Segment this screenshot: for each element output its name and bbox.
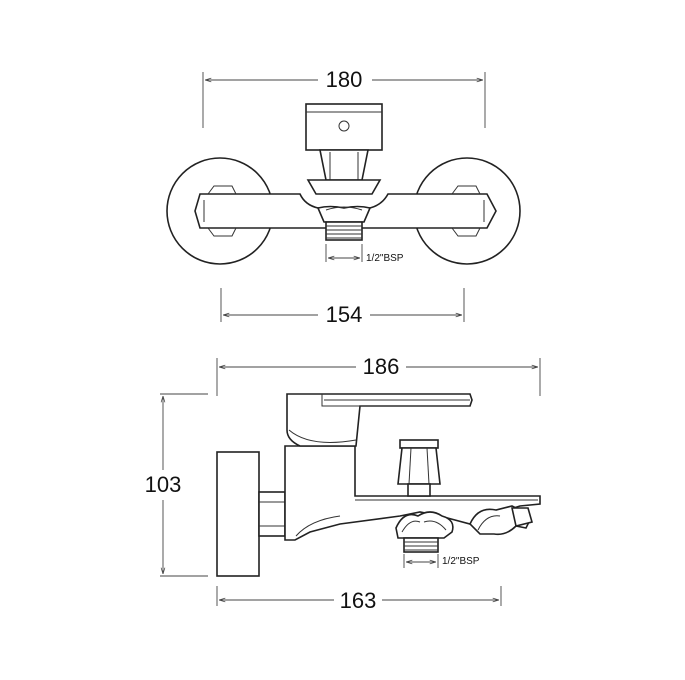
bath-outlet-assembly: 1/2"BSP <box>395 511 480 568</box>
dimension-label-186: 186 <box>363 354 400 379</box>
dimension-spout-length: 163 <box>216 586 502 613</box>
dimension-total-depth: 186 <box>216 354 541 396</box>
top-view-outlet: 1/2"BSP <box>316 205 404 264</box>
diverter-knob <box>397 439 441 497</box>
wall-flange <box>216 451 260 577</box>
dimension-label-163: 163 <box>340 588 377 613</box>
dimension-height: 103 <box>145 393 208 577</box>
dimension-label-103: 103 <box>145 472 182 497</box>
top-view: 180 <box>166 67 521 327</box>
lever-handle-top <box>305 103 383 195</box>
dimension-total-width: 180 <box>202 67 486 128</box>
dimension-wall-spacing: 154 <box>220 288 465 327</box>
dimension-label-180: 180 <box>326 67 363 92</box>
thread-label-top: 1/2"BSP <box>366 253 404 264</box>
connector-nut <box>258 491 286 537</box>
dimension-label-154: 154 <box>326 302 363 327</box>
side-view: 186 103 <box>145 354 541 613</box>
thread-label-side: 1/2"BSP <box>442 556 480 567</box>
lever-handle-side <box>286 393 473 447</box>
shower-outlet <box>469 505 533 536</box>
